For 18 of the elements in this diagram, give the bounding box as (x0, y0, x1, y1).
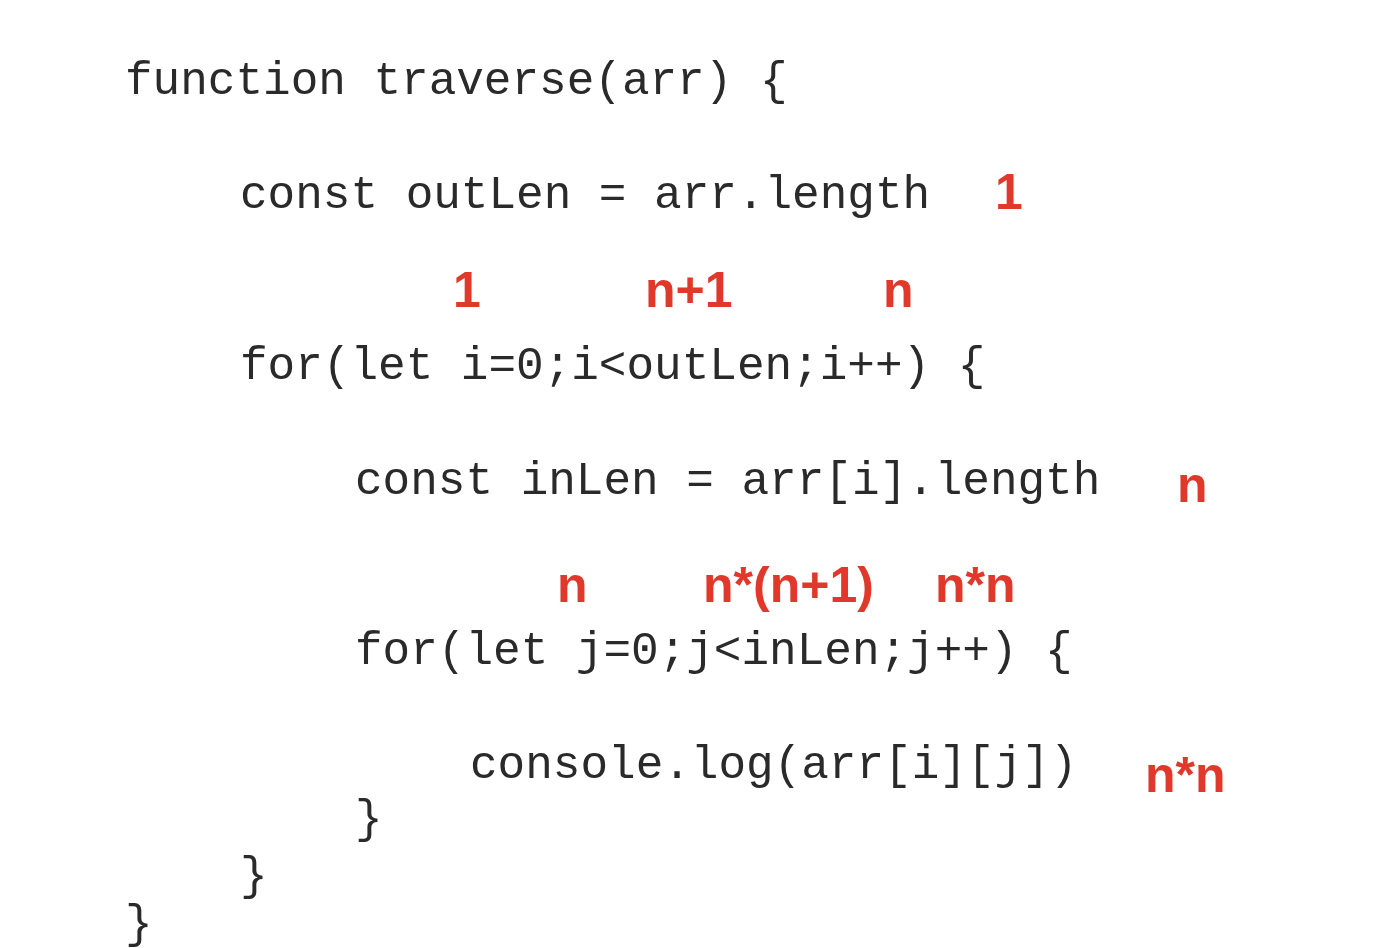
execution-count: n+1 (645, 265, 733, 315)
code-line: } (355, 797, 383, 843)
execution-count: n*n (1145, 750, 1226, 800)
execution-count: n (1177, 460, 1208, 510)
code-line: const outLen = arr.length (240, 173, 931, 219)
execution-count: 1 (995, 167, 1023, 217)
execution-count: n*n (935, 560, 1016, 610)
code-line: const inLen = arr[i].length (355, 459, 1101, 505)
code-line: console.log(arr[i][j]) (470, 743, 1078, 789)
execution-count: n*(n+1) (703, 560, 874, 610)
code-line: function traverse(arr) { (125, 59, 788, 105)
execution-count: 1 (453, 265, 481, 315)
code-line: for(let j=0;j<inLen;j++) { (355, 629, 1073, 675)
code-line: } (125, 902, 153, 948)
execution-count: n (557, 560, 588, 610)
execution-count: n (883, 265, 914, 315)
code-line: } (240, 854, 268, 900)
code-line: for(let i=0;i<outLen;i++) { (240, 344, 986, 390)
